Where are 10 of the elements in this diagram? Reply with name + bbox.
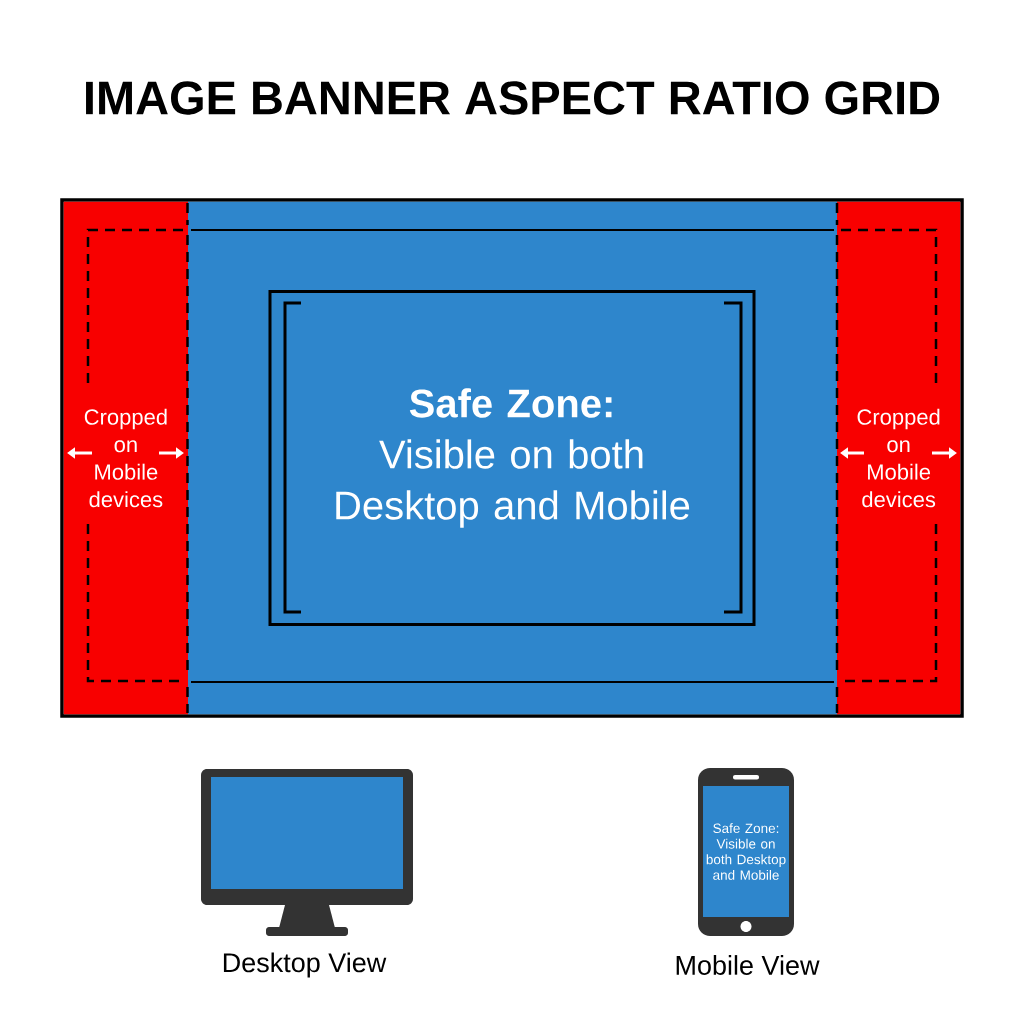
screen [211, 777, 403, 889]
device-label: Desktop View [223, 952, 387, 978]
crop-area: Cropped on Mobile devices [63, 201, 188, 715]
crop-area: Cropped on Mobile devices [837, 201, 961, 715]
banner-area [188, 201, 837, 715]
phone-screen: Safe Zone: Visible on both Desktop and Mobile [703, 786, 789, 917]
banner [60, 198, 964, 718]
title: IMAGE BANNER ASPECT RATIO GRID [86, 81, 940, 115]
safe-zone-box: Safe Zone: Visible on both Desktop and Mobile [268, 290, 756, 626]
device-label: Mobile View [676, 955, 820, 975]
